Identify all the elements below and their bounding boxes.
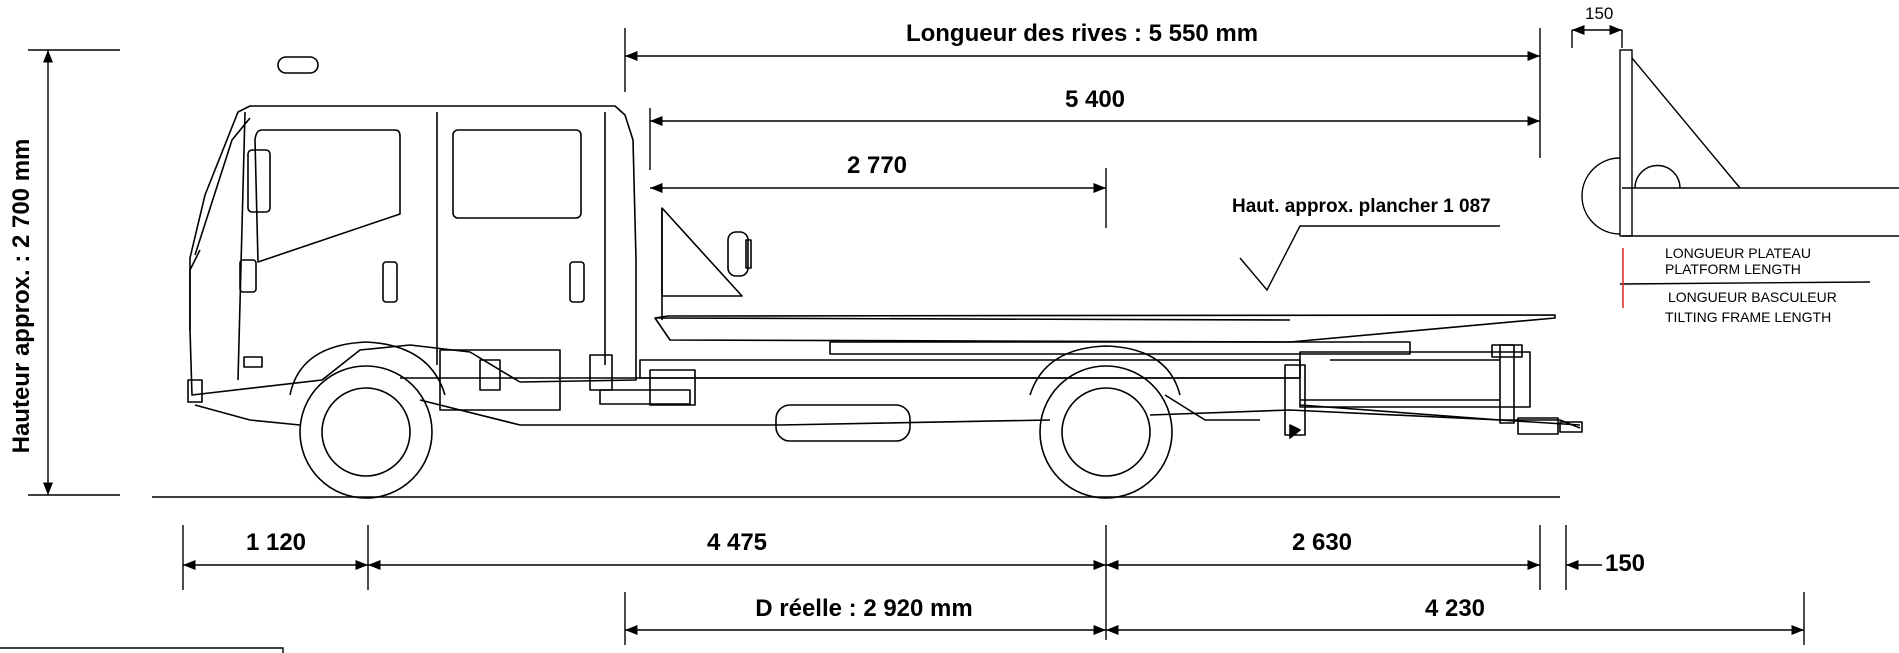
detail-dim-label: 150 [1585,4,1614,23]
floor-height-label: Haut. approx. plancher 1 087 [1232,196,1491,217]
dimension-lines [0,28,1805,653]
legend-line-3: LONGUEUR BASCULEUR [1668,289,1837,305]
mirror [247,149,271,213]
inner-length-label: 2 770 [846,152,908,179]
tilting-length-label: 4 230 [1424,595,1486,622]
platform-length-label: 5 400 [1064,86,1126,113]
door-handle-front [382,261,398,303]
rear-overhang-label: 2 630 [1291,529,1353,556]
door-handle-rear [569,261,585,303]
chassis-frame [639,359,1301,379]
rear-wheel [1039,365,1173,499]
front-wheel [299,365,433,499]
cab-body [189,105,637,396]
d-reelle-label: D réelle : 2 920 mm [755,595,973,622]
detail-view [1571,24,1899,308]
detail-wheel [1581,157,1621,235]
floor-height-leader [1239,225,1500,292]
headboard [661,207,743,297]
rear-extra-label: 150 [1604,550,1646,577]
wheelbase-label: 4 475 [706,529,768,556]
legend-line-4: TILTING FRAME LENGTH [1665,309,1832,325]
front-overhang-label: 1 120 [245,529,307,556]
legend-box [0,647,284,653]
detail-post [1619,49,1633,237]
rear-window [452,129,582,219]
truck-drawing [187,56,1583,499]
fuel-tank [775,404,911,442]
roof-marker-light [277,56,319,74]
legend-line-2: PLATFORM LENGTH [1665,261,1801,277]
legend-line-1: LONGUEUR PLATEAU [1665,245,1811,261]
front-window [254,129,401,263]
flatbed [654,314,1556,343]
height-label: Hauteur approx. : 2 700 mm [8,138,35,454]
rives-label: Longueur des rives : 5 550 mm [905,20,1259,47]
tilting-frame [1299,351,1531,408]
